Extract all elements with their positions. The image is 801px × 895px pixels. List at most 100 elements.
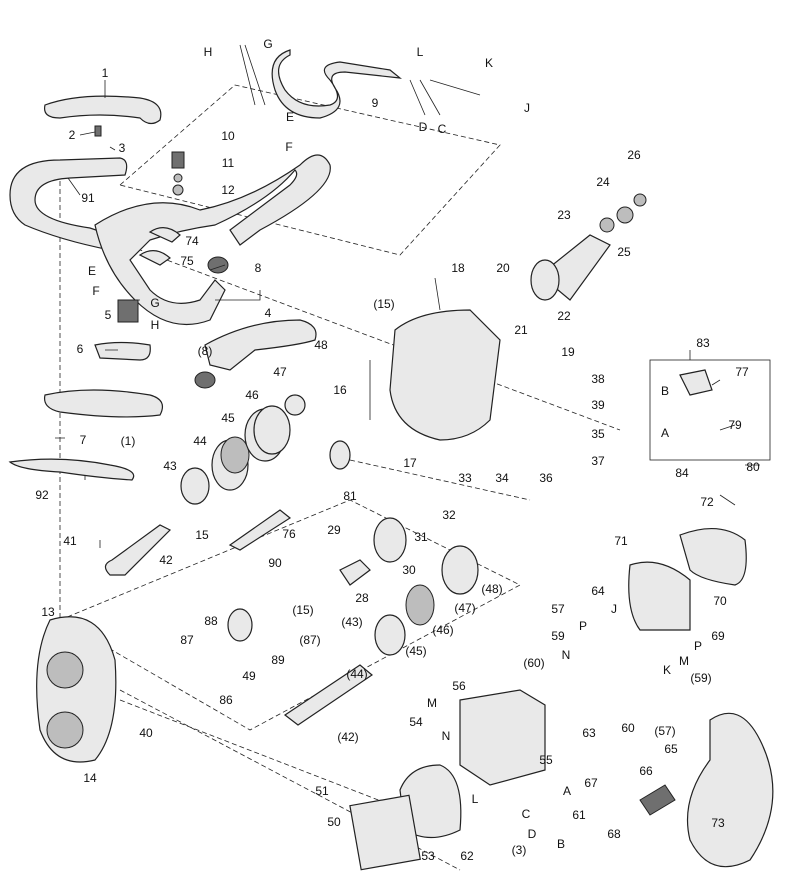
label-part-92: 92 bbox=[35, 488, 49, 502]
label-part-38: 38 bbox=[591, 372, 605, 386]
part-6-cover bbox=[94, 341, 151, 361]
label-part-6: 6 bbox=[76, 342, 84, 356]
part-5-switch bbox=[117, 299, 139, 323]
label-part-56: 56 bbox=[452, 679, 466, 693]
label-conn-h-switch: H bbox=[150, 318, 160, 332]
label-part-49: 49 bbox=[242, 669, 256, 683]
label-part-26: 26 bbox=[627, 148, 641, 162]
part-14-bore-lower bbox=[46, 711, 84, 749]
part-11-washer bbox=[173, 173, 183, 183]
label-part-55: 55 bbox=[539, 753, 553, 767]
label-part-83: 83 bbox=[696, 336, 710, 350]
part-1-rear-grip bbox=[43, 389, 163, 418]
part-18-gear-case bbox=[389, 309, 501, 441]
label-part-23: 23 bbox=[557, 208, 571, 222]
label-conn-b-motor: B bbox=[556, 837, 566, 851]
label-part-12: 12 bbox=[221, 183, 235, 197]
part-89-gear bbox=[227, 608, 253, 642]
label-part-64: 64 bbox=[591, 584, 605, 598]
wire-pair-top bbox=[239, 44, 266, 106]
label-conn-a-motor: A bbox=[562, 784, 572, 798]
label-conn-m-motor: M bbox=[427, 696, 437, 710]
label-part-53: 53 bbox=[421, 849, 435, 863]
label-conn-g-switch: G bbox=[150, 296, 160, 310]
label-part-65: 65 bbox=[664, 742, 678, 756]
label-part-81: 81 bbox=[343, 489, 357, 503]
label-part-91: 91 bbox=[81, 191, 95, 205]
label-part-1-ref: (1) bbox=[120, 434, 136, 448]
label-part-35: 35 bbox=[591, 427, 605, 441]
label-part-3-ref: (3) bbox=[511, 843, 527, 857]
part-43-bearing bbox=[180, 467, 210, 505]
label-part-24: 24 bbox=[596, 175, 610, 189]
label-part-30: 30 bbox=[402, 563, 416, 577]
label-conn-f-switch: F bbox=[92, 284, 100, 298]
label-conn-g-top: G bbox=[263, 37, 273, 51]
part-10-screw bbox=[171, 151, 185, 169]
label-part-68: 68 bbox=[607, 827, 621, 841]
label-conn-l-top: L bbox=[416, 45, 424, 59]
label-part-31: 31 bbox=[414, 530, 428, 544]
label-part-59-ref: (59) bbox=[690, 671, 712, 685]
label-part-46-ref: (46) bbox=[432, 623, 454, 637]
label-part-40: 40 bbox=[139, 726, 153, 740]
label-conn-k-handle: K bbox=[662, 663, 672, 677]
label-part-17: 17 bbox=[403, 456, 417, 470]
label-part-70: 70 bbox=[713, 594, 727, 608]
label-part-84: 84 bbox=[675, 466, 689, 480]
label-conn-p-left: P bbox=[578, 619, 588, 633]
label-part-41: 41 bbox=[63, 534, 77, 548]
part-2-nut bbox=[94, 125, 102, 137]
part-45-ring-2 bbox=[405, 584, 435, 626]
label-part-57-ref: (57) bbox=[654, 724, 676, 738]
label-conn-k-top: K bbox=[484, 56, 494, 70]
label-conn-j-handle: J bbox=[611, 602, 617, 616]
label-part-79: 79 bbox=[728, 418, 742, 432]
part-14-bore-upper bbox=[46, 651, 84, 689]
label-part-3: 3 bbox=[118, 141, 126, 155]
label-part-57: 57 bbox=[551, 602, 565, 616]
label-part-76: 76 bbox=[282, 527, 296, 541]
label-part-9: 9 bbox=[371, 96, 379, 110]
label-part-89: 89 bbox=[271, 653, 285, 667]
label-part-60: 60 bbox=[621, 721, 635, 735]
part-70-handle-frame bbox=[628, 561, 691, 631]
label-part-47-ref: (47) bbox=[454, 601, 476, 615]
label-part-90: 90 bbox=[268, 556, 282, 570]
label-conn-c-top: C bbox=[437, 122, 447, 136]
label-part-71: 71 bbox=[614, 534, 628, 548]
label-conn-e-switch: E bbox=[87, 264, 97, 278]
wire-bundle-right bbox=[409, 79, 481, 116]
part-73-plug bbox=[639, 784, 676, 816]
label-part-32: 32 bbox=[442, 508, 456, 522]
label-part-48-ref: (48) bbox=[481, 582, 503, 596]
label-part-16: 16 bbox=[333, 383, 347, 397]
part-76-shaft bbox=[228, 509, 292, 551]
label-part-51: 51 bbox=[315, 784, 329, 798]
part-83-switch bbox=[679, 369, 713, 396]
label-part-22: 22 bbox=[557, 309, 571, 323]
label-part-87-ref: (87) bbox=[299, 633, 321, 647]
part-71-rear-handle bbox=[679, 527, 747, 586]
label-part-61: 61 bbox=[572, 808, 586, 822]
label-part-43: 43 bbox=[163, 459, 177, 473]
label-part-73: 73 bbox=[711, 816, 725, 830]
label-part-5: 5 bbox=[104, 308, 112, 322]
label-part-34: 34 bbox=[495, 471, 509, 485]
label-part-77: 77 bbox=[735, 365, 749, 379]
label-part-42: 42 bbox=[159, 553, 173, 567]
label-part-74: 74 bbox=[185, 234, 199, 248]
part-47-gear-2 bbox=[441, 545, 479, 595]
part-53-field bbox=[399, 764, 462, 839]
label-part-43-ref: (43) bbox=[341, 615, 363, 629]
label-part-59: 59 bbox=[551, 629, 565, 643]
label-conn-p-right: P bbox=[693, 639, 703, 653]
part-4-handle-frame bbox=[94, 154, 331, 326]
part-12-washer bbox=[172, 184, 184, 196]
leader-lines bbox=[55, 80, 441, 548]
label-part-14: 14 bbox=[83, 771, 97, 785]
label-part-45-ref: (45) bbox=[405, 644, 427, 658]
part-48-bushing bbox=[284, 394, 306, 416]
label-part-44: 44 bbox=[193, 434, 207, 448]
